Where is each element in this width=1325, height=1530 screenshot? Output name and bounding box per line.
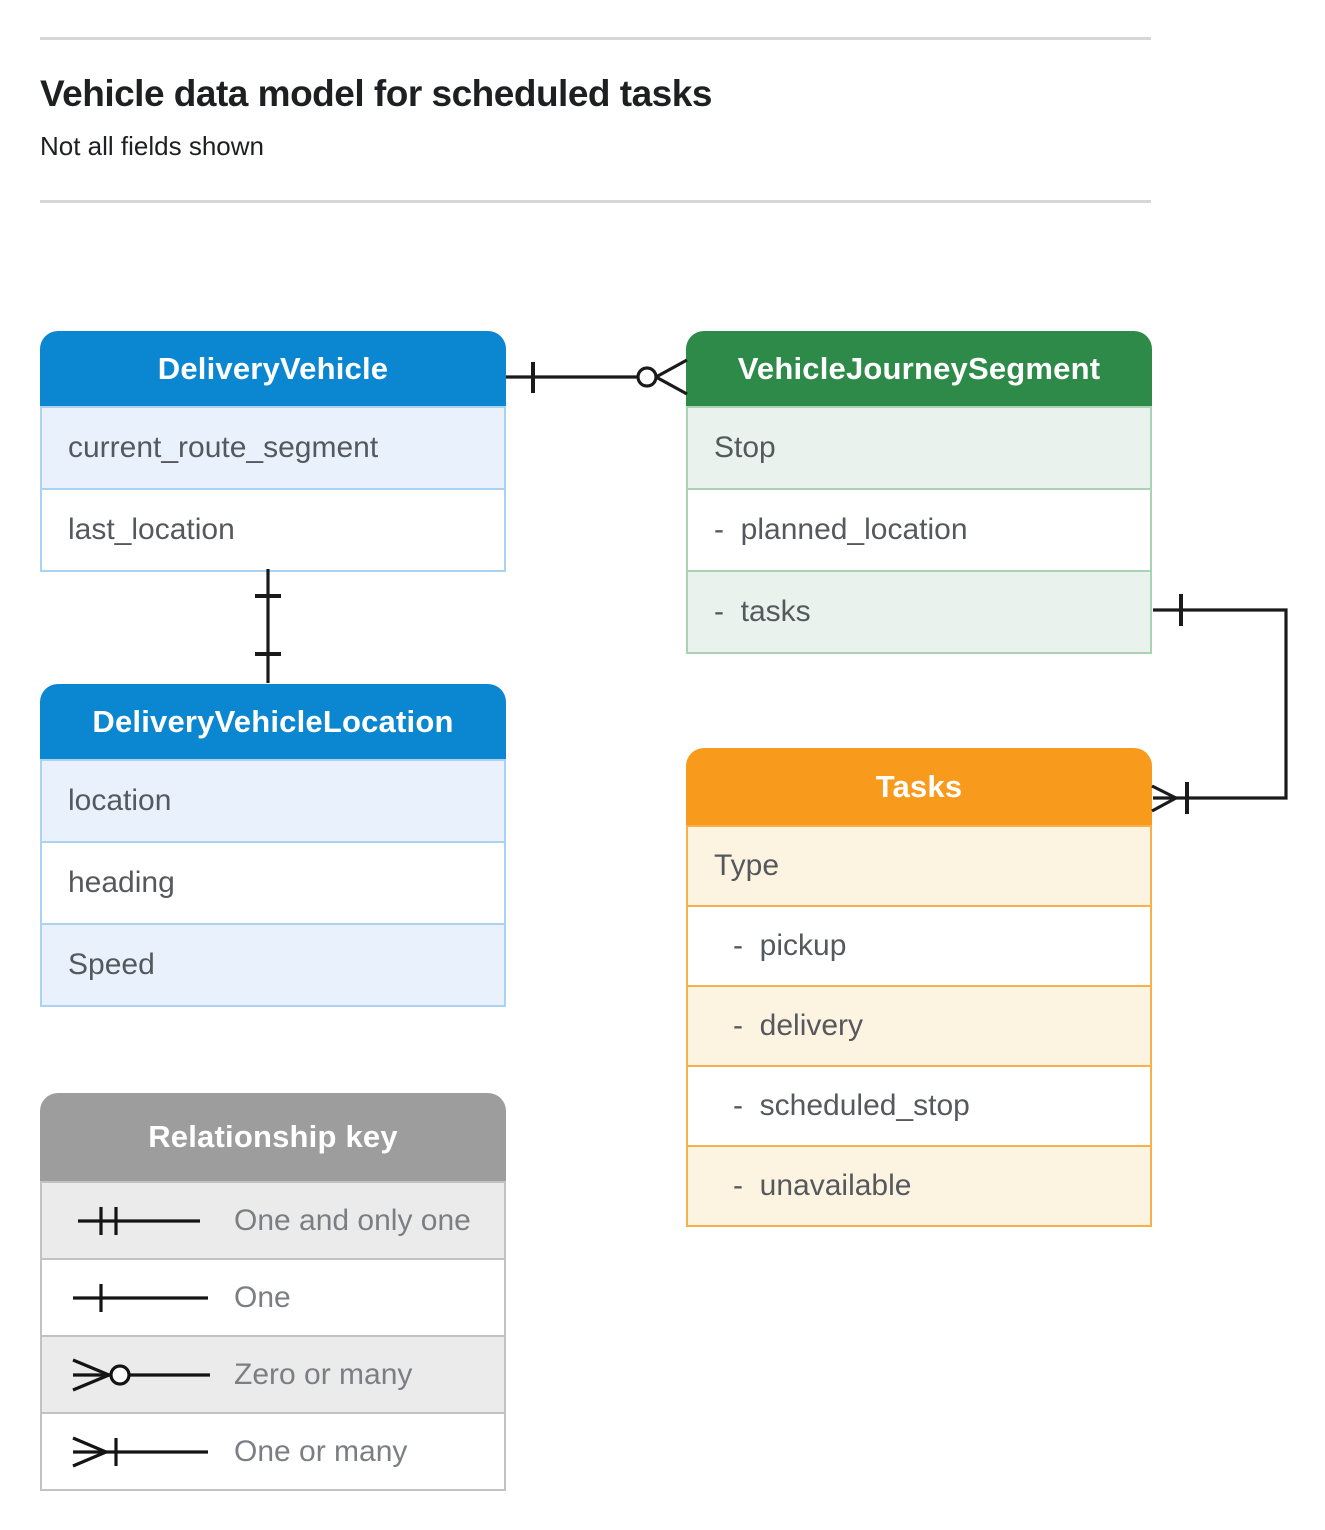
field-planned-location: - planned_location xyxy=(688,488,1150,570)
legend-label: One xyxy=(234,1280,291,1314)
entity-delivery-vehicle-location-header: DeliveryVehicleLocation xyxy=(40,684,506,759)
field-location: location xyxy=(42,761,504,841)
entity-vehicle-journey-segment-fields: Stop - planned_location - tasks xyxy=(686,406,1152,654)
legend-label: One or many xyxy=(234,1434,408,1468)
field-pickup: - pickup xyxy=(688,905,1150,985)
legend-header: Relationship key xyxy=(40,1093,506,1181)
entity-delivery-vehicle-fields: current_route_segment last_location xyxy=(40,406,506,572)
connector-vehiclejourneysegment-to-tasks xyxy=(1151,594,1288,814)
legend-item-one-and-only-one: One and only one xyxy=(42,1183,504,1258)
entity-vehicle-journey-segment: VehicleJourneySegment Stop - planned_loc… xyxy=(686,331,1152,654)
one-or-many-symbol-icon xyxy=(72,1436,208,1467)
field-tasks: - tasks xyxy=(688,570,1150,652)
legend-item-one-or-many: One or many xyxy=(42,1412,504,1489)
field-scheduled-stop: - scheduled_stop xyxy=(688,1065,1150,1145)
entity-delivery-vehicle-location-fields: location heading Speed xyxy=(40,759,506,1007)
one-and-only-one-symbol-icon xyxy=(78,1206,200,1235)
divider-top xyxy=(40,37,1151,40)
field-current-route-segment: current_route_segment xyxy=(42,408,504,488)
field-heading: heading xyxy=(42,841,504,923)
legend-rows: One and only one One Zero or many xyxy=(40,1181,506,1491)
connector-deliveryvehicle-to-deliveryvehiclelocation xyxy=(255,569,281,683)
legend-label: One and only one xyxy=(234,1203,471,1237)
entity-vehicle-journey-segment-header: VehicleJourneySegment xyxy=(686,331,1152,406)
legend-item-zero-or-many: Zero or many xyxy=(42,1335,504,1412)
field-speed: Speed xyxy=(42,923,504,1005)
field-delivery: - delivery xyxy=(688,985,1150,1065)
page-title: Vehicle data model for scheduled tasks xyxy=(40,73,712,114)
legend-label: Zero or many xyxy=(234,1357,413,1391)
connector-deliveryvehicle-to-vehiclejourneysegment xyxy=(506,358,688,396)
one-symbol-icon xyxy=(73,1283,208,1312)
entity-delivery-vehicle: DeliveryVehicle current_route_segment la… xyxy=(40,331,506,572)
page-subtitle: Not all fields shown xyxy=(40,131,264,161)
field-type: Type xyxy=(688,827,1150,905)
divider-bottom xyxy=(40,200,1151,203)
field-unavailable: - unavailable xyxy=(688,1145,1150,1225)
entity-delivery-vehicle-header: DeliveryVehicle xyxy=(40,331,506,406)
zero-or-many-symbol-icon xyxy=(72,1358,210,1391)
entity-tasks-header: Tasks xyxy=(686,748,1152,825)
legend-relationship-key: Relationship key One and only one One xyxy=(40,1093,506,1491)
entity-delivery-vehicle-location: DeliveryVehicleLocation location heading… xyxy=(40,684,506,1007)
legend-item-one: One xyxy=(42,1258,504,1335)
entity-tasks-fields: Type - pickup - delivery - scheduled_sto… xyxy=(686,825,1152,1227)
field-last-location: last_location xyxy=(42,488,504,570)
field-stop: Stop xyxy=(688,408,1150,488)
entity-tasks: Tasks Type - pickup - delivery - schedul… xyxy=(686,748,1152,1227)
